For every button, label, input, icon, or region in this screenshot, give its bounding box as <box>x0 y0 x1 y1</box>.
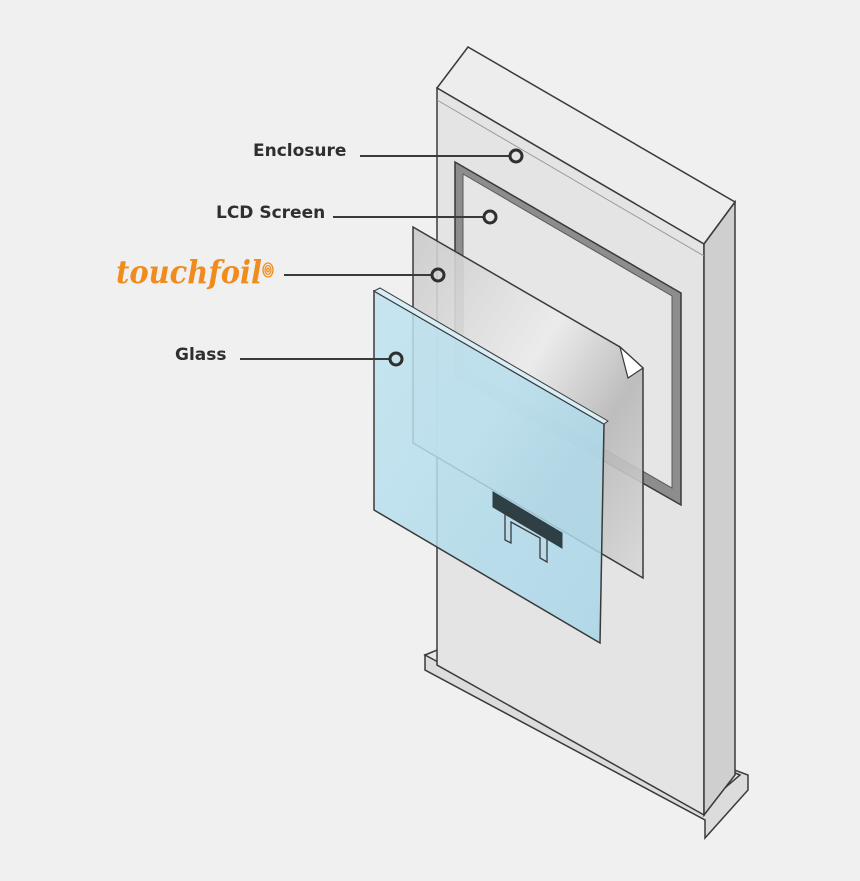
label-glass: Glass <box>175 345 227 365</box>
touchfoil-logo: touchfoil <box>116 253 273 291</box>
fingerprint-icon <box>263 263 273 277</box>
touchfoil-wordmark: touchfoil <box>116 253 262 291</box>
enclosure-side <box>704 202 735 815</box>
label-enclosure: Enclosure <box>253 141 346 161</box>
label-lcd-screen: LCD Screen <box>216 203 325 223</box>
